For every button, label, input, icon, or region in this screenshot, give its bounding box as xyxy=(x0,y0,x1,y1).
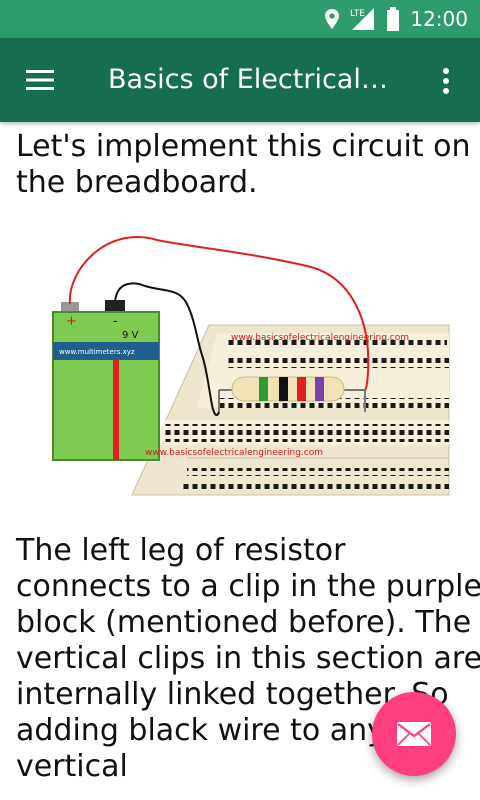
status-time: 12:00 xyxy=(410,7,468,31)
battery-minus-label: - xyxy=(113,314,118,329)
battery-icon xyxy=(387,7,400,31)
watermark-top: www.basicsofelectricalengineering.com xyxy=(231,333,409,343)
mail-fab-button[interactable] xyxy=(372,692,456,776)
app-title: Basics of Electrical… xyxy=(108,64,388,95)
article-paragraph-intro: Let's implement this circuit on the brea… xyxy=(16,129,471,200)
battery-voltage-label: 9 V xyxy=(122,330,139,341)
location-icon xyxy=(325,9,340,29)
app-bar: Basics of Electrical… xyxy=(0,38,480,122)
more-vert-icon xyxy=(443,68,449,94)
battery-brand-label: www.multimeters.xyz xyxy=(59,348,135,356)
breadboard-circuit-image: + - 9 V www.multimeters.xyz www.basicsof… xyxy=(47,230,452,498)
article-content[interactable]: Let's implement this circuit on the brea… xyxy=(0,122,480,800)
status-bar: LTE 12:00 xyxy=(0,0,480,38)
article-paragraph-resistor: The left leg of resistor connects to a c… xyxy=(16,533,480,784)
network-label: LTE xyxy=(350,9,365,19)
menu-icon xyxy=(26,70,54,90)
mail-icon xyxy=(397,722,431,746)
overflow-menu-button[interactable] xyxy=(434,62,458,100)
watermark-bottom: www.basicsofelectricalengineering.com xyxy=(145,448,323,458)
battery-plus-label: + xyxy=(66,314,77,329)
status-icons: LTE 12:00 xyxy=(324,0,468,38)
menu-button[interactable] xyxy=(22,64,58,96)
signal-icon: LTE xyxy=(350,8,375,30)
